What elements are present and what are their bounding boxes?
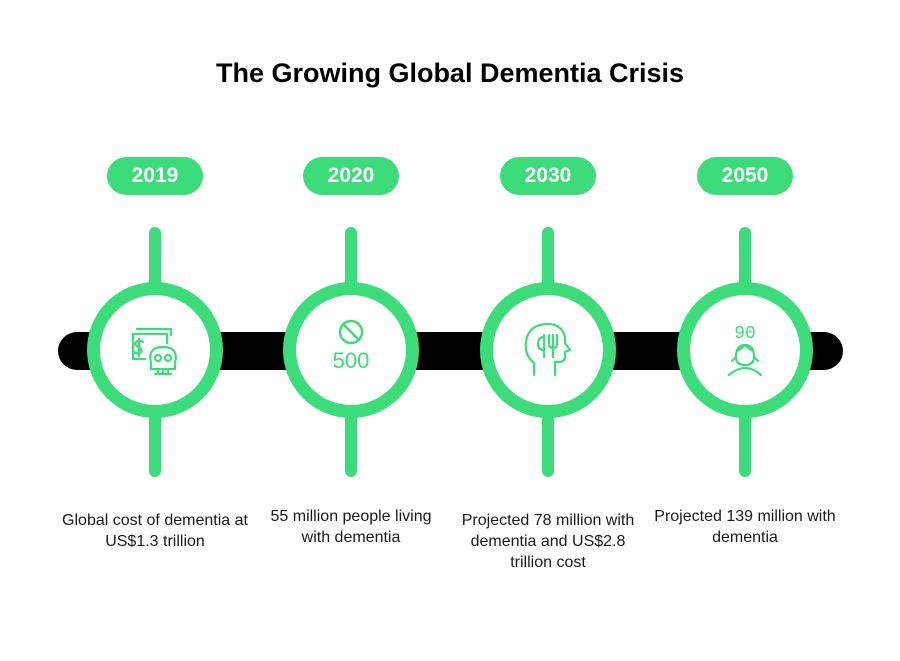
elderly-person-90-icon: 90 [727, 324, 763, 377]
page-title: The Growing Global Dementia Crisis [215, 58, 685, 88]
head-fork-icon [524, 322, 572, 377]
description: Projected 139 million with dementia [654, 508, 836, 546]
year-badge: 2050 [697, 157, 793, 195]
description: Projected 78 million with dementia and U… [461, 512, 635, 571]
money-skull-icon [131, 327, 177, 376]
description: Global cost of dementia at US$1.3 trilli… [62, 512, 248, 550]
year-badge: 2030 [500, 157, 596, 195]
year-badge: 2020 [303, 157, 399, 195]
svg-text:90: 90 [734, 324, 756, 344]
no-500-icon: 500 [333, 319, 370, 373]
description: 55 million people living with dementia [270, 508, 432, 546]
svg-text:500: 500 [333, 348, 370, 373]
icon-circle [87, 282, 223, 418]
year-badge: 2019 [107, 157, 203, 195]
